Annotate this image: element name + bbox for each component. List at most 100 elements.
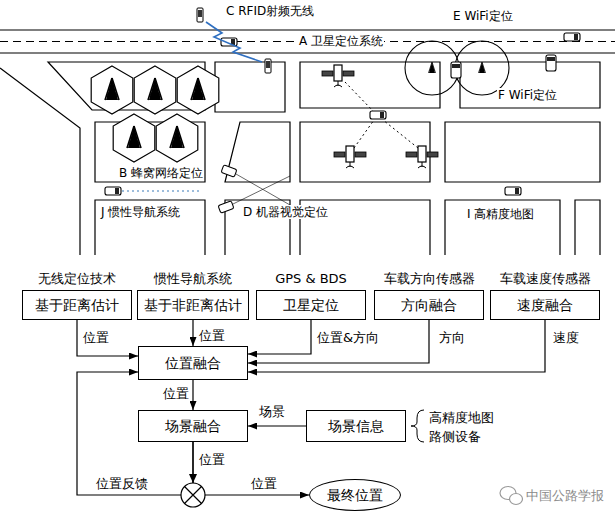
connector-arrow (193, 442, 309, 495)
vision-cameras (233, 176, 290, 204)
box-text: 位置融合 (165, 355, 221, 372)
watermark: 中国公路学报 (525, 488, 605, 504)
wechat-icon (500, 487, 523, 505)
roads (445, 122, 600, 182)
box-heading: 车载速度传感器 (500, 271, 591, 287)
connector-arrow (248, 320, 429, 363)
roads (0, 68, 80, 255)
inertial-track (122, 191, 200, 192)
summing-junction (185, 487, 202, 504)
connector-arrow (248, 320, 311, 354)
box-text: 基于非距离估计 (144, 297, 242, 314)
edge-label: 速度 (552, 330, 580, 346)
box-text: 场景信息 (328, 418, 384, 435)
process-box: 位置融合 (138, 346, 248, 380)
rfid-link (265, 59, 271, 73)
wechat-icon (510, 494, 523, 505)
callout-label: C RFID射频无线 (225, 4, 315, 18)
box-heading: GPS & BDS (275, 271, 347, 287)
callout-label: 位置 (250, 476, 278, 492)
vision-cameras (221, 165, 237, 177)
cell-towers (170, 126, 184, 148)
roads (95, 200, 205, 255)
vehicles (105, 33, 580, 195)
box-text: 方向融合 (401, 297, 457, 314)
process-box: 惯性导航系统基于非距离估计 (137, 290, 249, 320)
roads (300, 62, 440, 108)
roads (460, 62, 600, 108)
edge-label: 位置反馈 (95, 476, 149, 492)
wifi-zones (455, 41, 509, 95)
box-text: 速度融合 (517, 297, 573, 314)
cell-hexagons (91, 66, 133, 114)
edge-label: 位置 (82, 330, 110, 346)
satellites (322, 65, 354, 87)
edge-label: 位置 (198, 452, 226, 468)
process-box: 车载速度传感器速度融合 (490, 290, 600, 320)
connector-arrow (248, 320, 545, 372)
roads (0, 30, 615, 255)
arrow-head (189, 474, 197, 483)
process-box: 场景信息 (306, 410, 406, 442)
cell-towers (105, 78, 205, 148)
callout-label: D 机器视觉定位 (242, 205, 329, 219)
vehicles (451, 62, 461, 78)
edge-label: 场景 (258, 404, 286, 420)
cell-hexagons (134, 66, 176, 114)
satellite-links (383, 120, 418, 148)
callout-label: 高精度地图 (428, 410, 495, 426)
brace (411, 410, 424, 442)
callout-label: E WiFi定位 (452, 9, 514, 23)
cell-hexagons (156, 114, 198, 162)
process-box: 车载方向传感器方向融合 (374, 290, 484, 320)
cell-hexagons (177, 66, 219, 114)
roads (215, 62, 285, 112)
process-box: GPS & BDS卫星定位 (256, 290, 366, 320)
edge-label: 位置 (198, 328, 226, 344)
connector-arrow (77, 320, 138, 356)
rfid-link (197, 8, 203, 22)
connector-arrow (192, 320, 193, 346)
box-text: 卫星定位 (283, 297, 339, 314)
satellites (322, 65, 438, 168)
callout-label: J 惯性导航系统 (100, 205, 181, 219)
process-box: 场景融合 (138, 410, 248, 442)
vehicles (546, 55, 556, 71)
box-heading: 惯性导航系统 (154, 271, 232, 287)
vehicles (505, 187, 521, 195)
edge-label: 方向 (438, 330, 466, 346)
box-heading: 车载方向传感器 (384, 271, 475, 287)
callout-label: I 高精度地图 (466, 207, 535, 221)
satellites (334, 146, 366, 168)
vehicles (105, 187, 121, 195)
vehicles (370, 111, 386, 119)
vehicles (564, 33, 580, 41)
rfid-link (206, 22, 262, 62)
satellites (406, 146, 438, 168)
roads (0, 52, 615, 53)
cell-hexagons (91, 66, 219, 162)
cell-towers (148, 78, 162, 100)
cell-towers (105, 78, 119, 100)
satellite-links (354, 120, 374, 148)
cell-towers (127, 126, 141, 148)
box-text: 最终位置 (327, 487, 383, 504)
roads (0, 29, 615, 30)
cell-towers (191, 78, 205, 100)
vision-cameras (218, 201, 234, 213)
callout-label: F WiFi定位 (497, 88, 558, 102)
box-text: 场景融合 (165, 418, 221, 435)
summing-junction (181, 474, 205, 507)
callout-label: 路侧设备 (428, 429, 482, 445)
box-text: 基于距离估计 (35, 297, 119, 314)
box-heading: 无线定位技术 (38, 271, 116, 287)
satellite-links (345, 82, 418, 148)
wifi-zones (479, 62, 486, 73)
terminal-ellipse: 最终位置 (309, 479, 401, 511)
summing-junction (181, 483, 205, 507)
edge-label: 位置&方向 (316, 330, 380, 346)
roads (445, 200, 560, 255)
